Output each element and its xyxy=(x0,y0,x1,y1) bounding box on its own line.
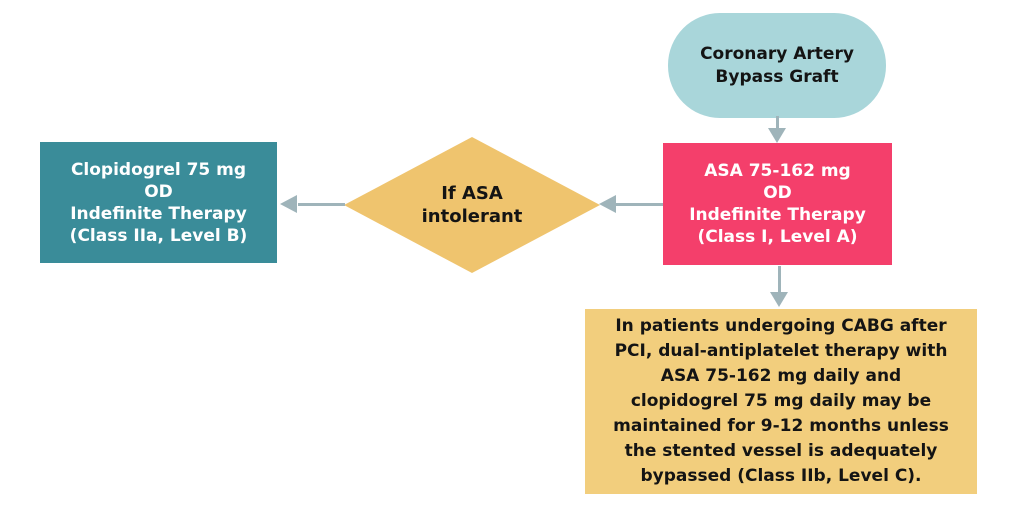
arrow-head-down-icon xyxy=(768,128,786,143)
arrow-stem xyxy=(778,266,781,294)
node-cabg-pci-dual-antiplatelet-note: In patients undergoing CABG after PCI, d… xyxy=(585,309,977,494)
arrow-head-left-icon xyxy=(280,195,297,213)
arrow-head-down-icon xyxy=(770,292,788,307)
node-label-cabg-pci-dual-antiplatelet-note: In patients undergoing CABG after PCI, d… xyxy=(613,316,949,486)
node-asa-therapy: ASA 75-162 mg OD Indefinite Therapy (Cla… xyxy=(663,143,892,265)
node-coronary-artery-bypass-graft: Coronary Artery Bypass Graft xyxy=(668,13,886,118)
node-label-clopidogrel-therapy: Clopidogrel 75 mg OD Indefinite Therapy … xyxy=(69,159,248,246)
arrow-stem xyxy=(616,203,663,206)
node-label-asa-therapy: ASA 75-162 mg OD Indefinite Therapy (Cla… xyxy=(689,161,866,247)
node-label-asa-intolerant-decision: If ASA intolerant xyxy=(421,183,523,227)
arrow-stem xyxy=(298,203,345,206)
node-clopidogrel-therapy: Clopidogrel 75 mg OD Indefinite Therapy … xyxy=(40,142,277,263)
arrow-head-left-icon xyxy=(599,195,616,213)
arrow-stem xyxy=(776,116,779,129)
node-asa-intolerant-decision: If ASA intolerant xyxy=(344,137,600,273)
node-label-coronary-artery-bypass-graft: Coronary Artery Bypass Graft xyxy=(700,43,854,87)
